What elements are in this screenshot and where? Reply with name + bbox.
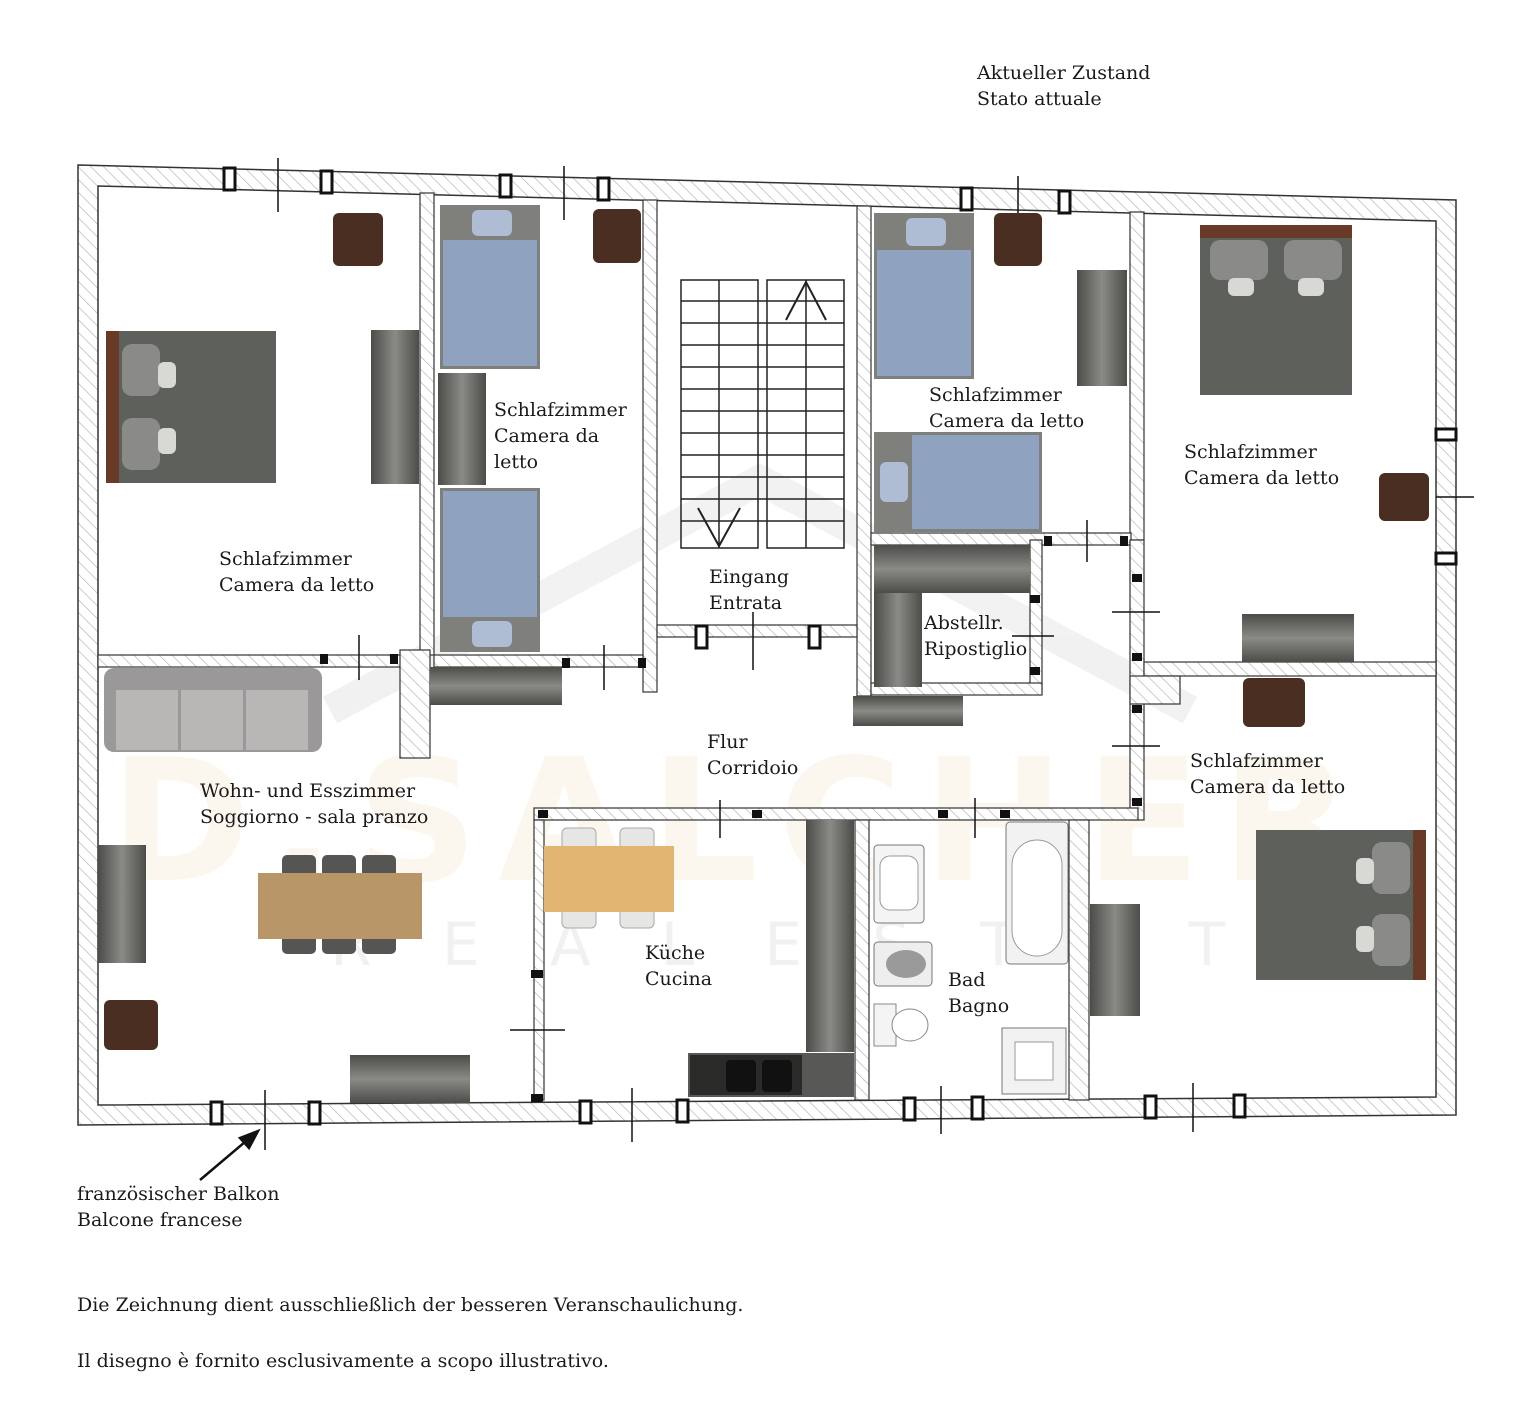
room-label-bath: Bad Bagno	[948, 967, 1009, 1019]
armchairs	[104, 209, 1429, 1050]
room-name-de: Schlafzimmer	[494, 399, 627, 421]
door-jambs	[320, 536, 1142, 1102]
disclaimer-it: Il disegno è fornito esclusivamente a sc…	[77, 1350, 609, 1372]
bed-double-room-4	[1200, 225, 1352, 395]
room-name-it: Camera da letto	[1190, 776, 1346, 798]
room-label-bedroom-3: Schlafzimmer Camera da letto	[929, 382, 1084, 434]
window-lines	[264, 158, 1474, 1150]
outer-walls	[77, 164, 1457, 1126]
room-name-de: Schlafzimmer	[1184, 441, 1317, 463]
bed-single-room-3-bottom	[874, 432, 1042, 532]
room-name-it-cont: letto	[494, 451, 539, 473]
room-label-bedroom-4: Schlafzimmer Camera da letto	[1184, 439, 1339, 491]
header-label: Aktueller Zustand Stato attuale	[977, 60, 1150, 112]
washbasin	[873, 844, 925, 924]
room-label-hallway: Flur Corridoio	[707, 729, 798, 781]
balcony-label: französischer Balkon Balcone francese	[77, 1181, 280, 1233]
cabinets	[98, 270, 1354, 1103]
room-name-de: Wohn- und Esszimmer	[200, 780, 416, 802]
room-name-it: Entrata	[709, 592, 783, 614]
room-name-it: Ripostiglio	[924, 638, 1028, 660]
bed-single-room-3-top	[874, 213, 974, 379]
room-label-storage: Abstellr. Ripostiglio	[924, 610, 1027, 662]
bed-single-room-2-bottom	[440, 488, 540, 652]
header-line-1: Aktueller Zustand	[977, 62, 1151, 84]
room-name-de: Küche	[645, 942, 706, 964]
room-name-de: Flur	[707, 731, 748, 753]
washing-machine	[1001, 1027, 1067, 1095]
room-name-de: Bad	[948, 969, 986, 991]
room-name-de: Schlafzimmer	[219, 548, 352, 570]
dining-table	[258, 855, 422, 954]
room-name-it: Soggiorno - sala pranzo	[200, 806, 429, 828]
balcony-arrow-icon	[199, 1128, 261, 1181]
bed-double-room-1	[106, 331, 276, 483]
room-name-it: Camera da letto	[1184, 467, 1340, 489]
room-name-de: Abstellr.	[924, 612, 1004, 634]
header-line-2: Stato attuale	[977, 88, 1102, 110]
room-name-it: Bagno	[948, 995, 1010, 1017]
sofa	[104, 668, 322, 752]
room-label-bedroom-5: Schlafzimmer Camera da letto	[1190, 748, 1345, 800]
room-name-it: Camera da letto	[219, 574, 375, 596]
room-name-de: Schlafzimmer	[1190, 750, 1323, 772]
kitchen-counter	[688, 1053, 854, 1097]
balcony-label-it: Balcone francese	[77, 1209, 243, 1231]
room-label-bedroom-1: Schlafzimmer Camera da letto	[219, 546, 374, 598]
room-name-de: Eingang	[709, 566, 790, 588]
room-name-it: Corridoio	[707, 757, 799, 779]
disclaimer-de: Die Zeichnung dient ausschließlich der b…	[77, 1294, 744, 1316]
room-name-it: Camera da letto	[929, 410, 1085, 432]
bed-double-room-5	[1256, 830, 1426, 980]
kitchen-table	[544, 827, 674, 929]
room-label-kitchen: Küche Cucina	[645, 940, 712, 992]
bidet	[873, 941, 933, 987]
bed-single-room-2-top	[440, 205, 540, 369]
room-name-it: Camera da	[494, 425, 600, 447]
room-name-it: Cucina	[645, 968, 713, 990]
room-label-entrance: Eingang Entrata	[709, 564, 789, 616]
interior-walls	[97, 192, 1437, 1101]
staircase	[680, 279, 845, 549]
room-label-living: Wohn- und Esszimmer Soggiorno - sala pra…	[200, 778, 428, 830]
room-label-bedroom-2: Schlafzimmer Camera da letto	[494, 397, 627, 475]
windows	[209, 166, 1458, 1126]
room-name-de: Schlafzimmer	[929, 384, 1062, 406]
toilet	[873, 1003, 929, 1047]
bathtub	[1005, 821, 1069, 965]
balcony-label-de: französischer Balkon	[77, 1183, 280, 1205]
